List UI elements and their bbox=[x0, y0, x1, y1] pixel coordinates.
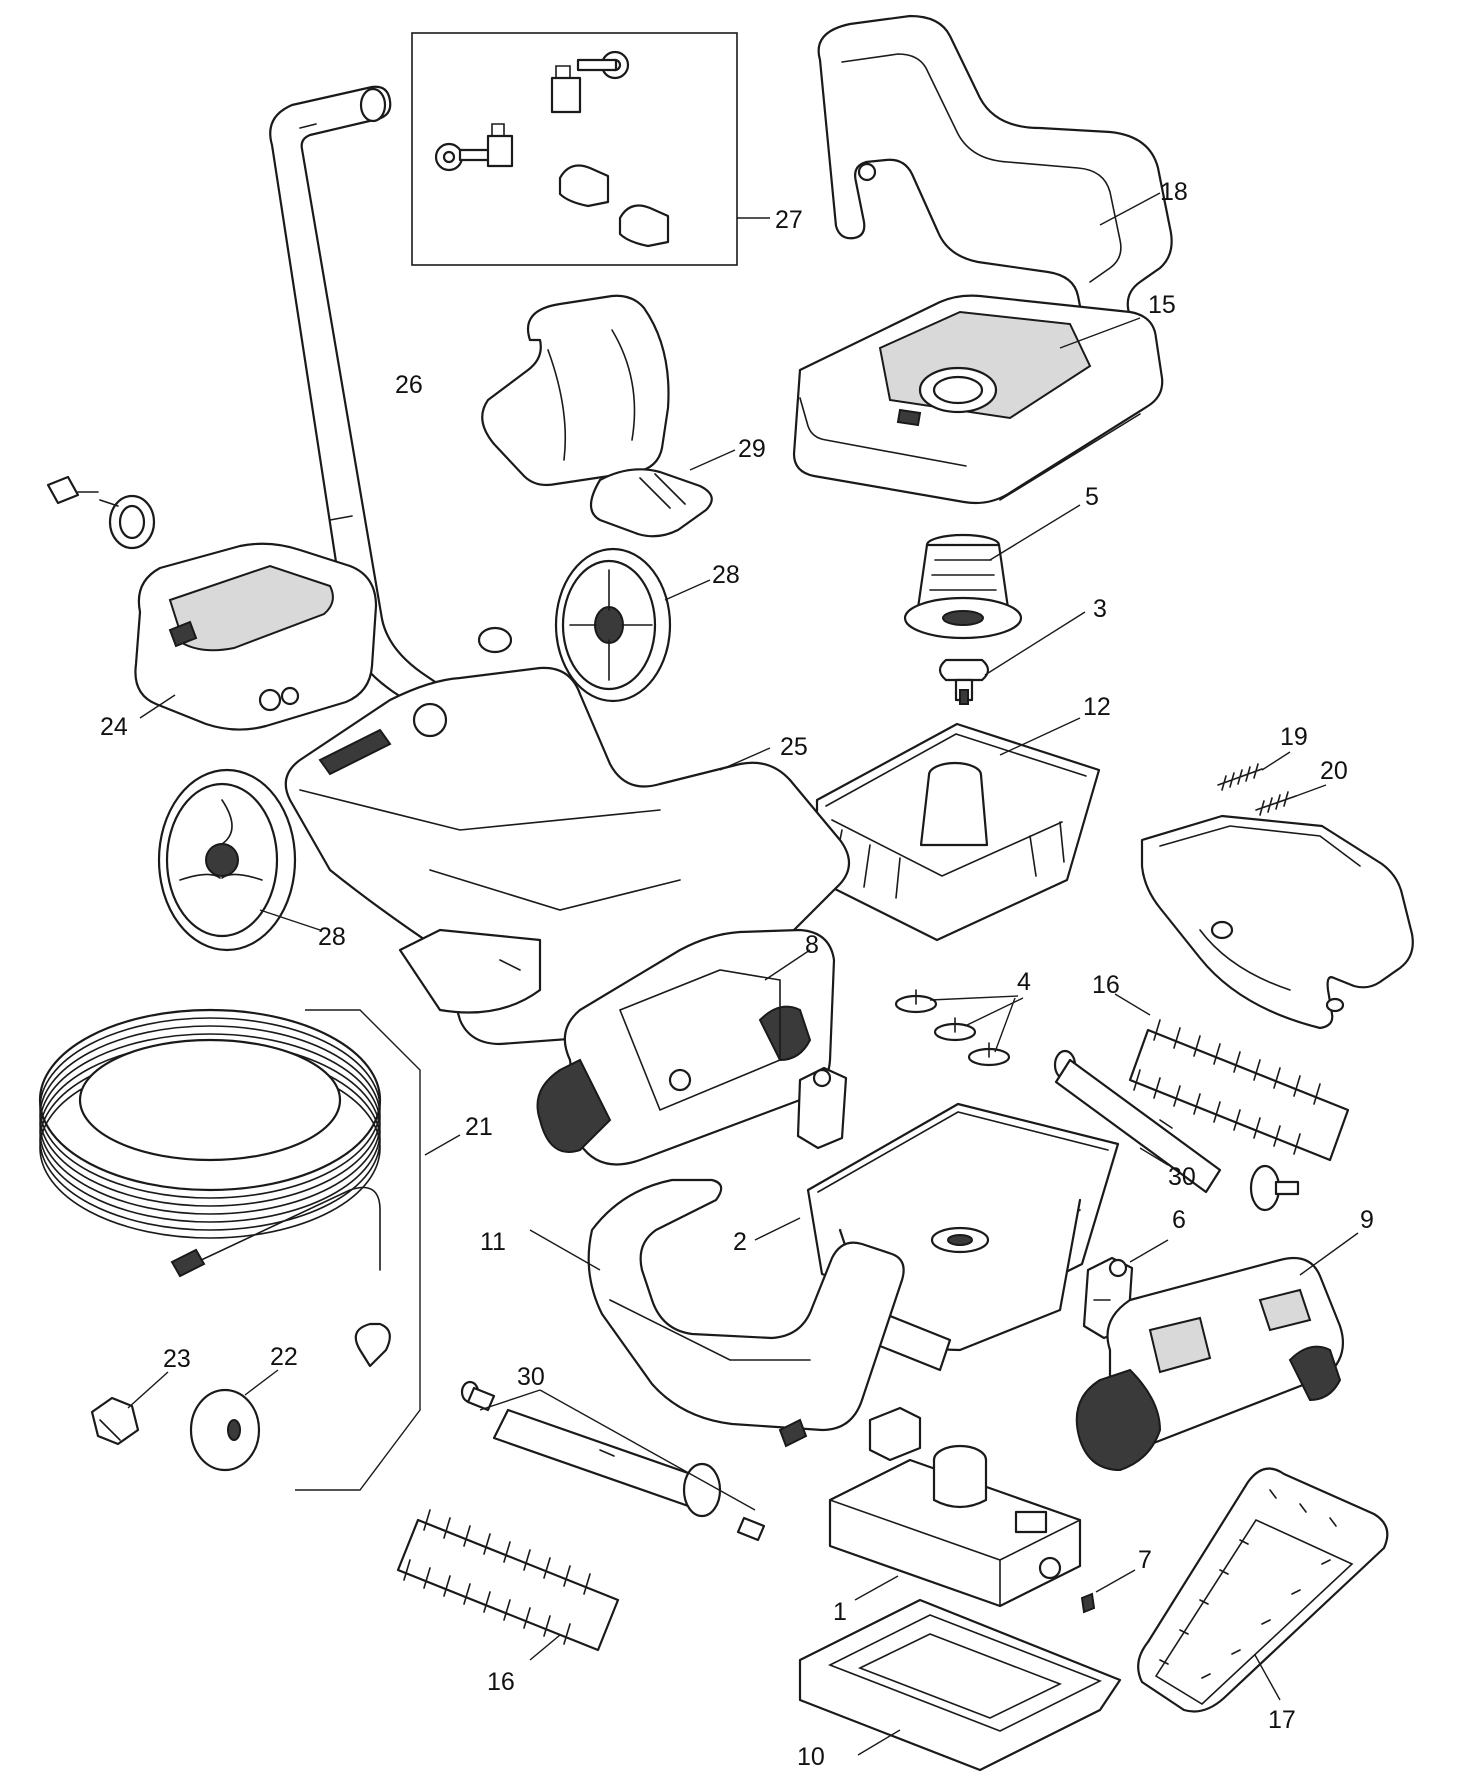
part-rear-flap bbox=[1140, 814, 1414, 1030]
callout-8: 8 bbox=[805, 931, 819, 959]
part-4-fasteners bbox=[894, 989, 1024, 1067]
part-18-unit-handle bbox=[817, 14, 1173, 362]
part-11-bumper bbox=[529, 1178, 905, 1448]
callout-22: 22 bbox=[270, 1343, 298, 1371]
part-7-clip bbox=[1080, 1569, 1136, 1614]
part-10-bottom-plate bbox=[798, 1598, 1122, 1772]
callout-20: 20 bbox=[1320, 757, 1348, 785]
callout-30-left: 30 bbox=[517, 1363, 545, 1391]
callout-1: 1 bbox=[833, 1598, 847, 1626]
part-23-swivel bbox=[90, 1371, 169, 1446]
part-21-floating-cable bbox=[38, 1008, 461, 1491]
callout-10: 10 bbox=[797, 1743, 825, 1771]
part-22-float bbox=[189, 1369, 279, 1472]
callout-5: 5 bbox=[1085, 483, 1099, 511]
part-30-roller-left bbox=[460, 1380, 766, 1542]
callout-26: 26 bbox=[395, 371, 423, 399]
callout-30-right: 30 bbox=[1168, 1163, 1196, 1191]
callout-21: 21 bbox=[465, 1113, 493, 1141]
callout-23: 23 bbox=[163, 1345, 191, 1373]
part-3-impeller bbox=[938, 611, 1086, 705]
part-28-wheel-top bbox=[554, 547, 711, 703]
callout-15: 15 bbox=[1148, 291, 1176, 319]
part-17-track bbox=[1137, 1467, 1389, 1713]
part-28-wheel-bottom bbox=[157, 768, 321, 952]
part-15-top-cover bbox=[792, 294, 1164, 505]
part-9-side-cover-right bbox=[1075, 1232, 1359, 1472]
callout-7: 7 bbox=[1138, 1546, 1152, 1574]
part-5-filter bbox=[903, 504, 1081, 640]
callout-24: 24 bbox=[100, 713, 128, 741]
callout-18: 18 bbox=[1160, 178, 1188, 206]
part-16-brush-right bbox=[1114, 993, 1350, 1162]
part-27-hardware-kit bbox=[411, 32, 770, 266]
part-8-side-cover-left bbox=[536, 928, 836, 1166]
callout-9: 9 bbox=[1360, 1206, 1374, 1234]
callout-27: 27 bbox=[775, 206, 803, 234]
part-29-caddy-handle-grip bbox=[481, 294, 736, 538]
part-24-power-supply bbox=[46, 475, 378, 731]
callout-12: 12 bbox=[1083, 693, 1111, 721]
part-12-filter-basket bbox=[815, 717, 1101, 942]
part-30-roller-right bbox=[1053, 1049, 1300, 1212]
callout-19: 19 bbox=[1280, 723, 1308, 751]
part-19-spring bbox=[1217, 751, 1291, 791]
callout-labels: 27 18 15 26 29 5 28 3 12 24 19 25 20 28 … bbox=[100, 178, 1374, 1771]
part-6-sensor-top bbox=[796, 1066, 848, 1150]
callout-6: 6 bbox=[1172, 1206, 1186, 1234]
callout-28-top: 28 bbox=[712, 561, 740, 589]
callout-16-right: 16 bbox=[1092, 971, 1120, 999]
callout-29: 29 bbox=[738, 435, 766, 463]
callout-28-bottom: 28 bbox=[318, 923, 346, 951]
part-1-motor-block bbox=[828, 1406, 1082, 1608]
callout-4: 4 bbox=[1017, 968, 1031, 996]
callout-11: 11 bbox=[480, 1228, 506, 1256]
callout-2: 2 bbox=[733, 1228, 747, 1256]
callout-17: 17 bbox=[1268, 1706, 1296, 1734]
part-20-spring bbox=[1255, 784, 1327, 816]
callout-16-left: 16 bbox=[487, 1668, 515, 1696]
callout-25: 25 bbox=[780, 733, 808, 761]
callout-3: 3 bbox=[1093, 595, 1107, 623]
part-16-brush-left bbox=[396, 1509, 620, 1661]
